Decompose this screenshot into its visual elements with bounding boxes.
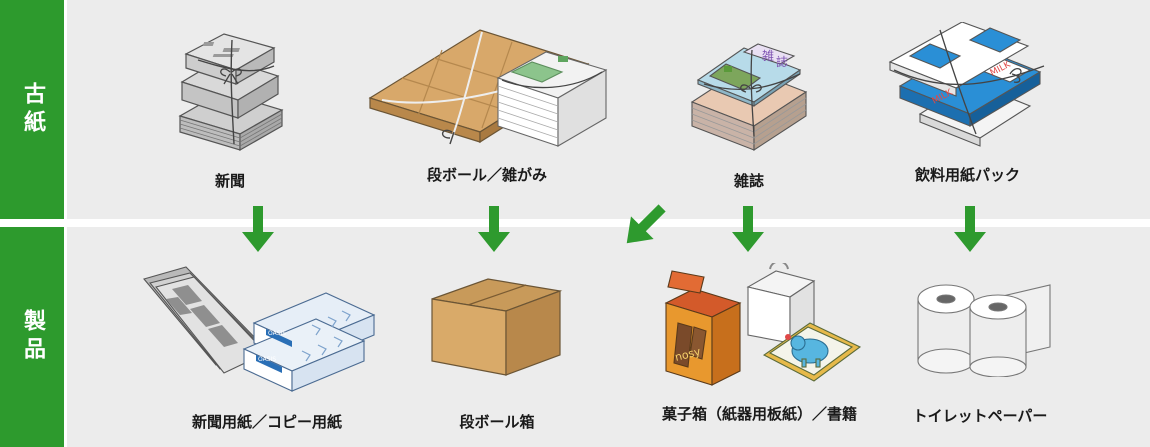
arrow-newspaper-to-newsprint <box>242 206 274 252</box>
newsprint-and-copy-paper-icon: OASIS OASIS <box>143 266 376 392</box>
product-caption-newsprint-copy: 新聞用紙／コピー用紙 <box>191 413 342 431</box>
arrow-magazine-to-snackbox <box>732 206 764 252</box>
cardboard-box-icon <box>431 278 563 376</box>
product-item-toilet-paper: トイレットペーパー <box>900 281 1060 426</box>
raw-caption-cardboard: 段ボール／雑がみ <box>426 166 547 184</box>
newspaper-bundle-icon <box>178 33 284 152</box>
magazine-bundle-icon: 雑 誌 <box>690 43 808 152</box>
toilet-paper-icon <box>917 284 1051 377</box>
product-caption-snackbox-book: 菓子箱（紙器用板紙）／書籍 <box>661 405 857 423</box>
raw-caption-newspaper: 新聞 <box>214 172 245 190</box>
product-item-cardboard-box: 段ボール箱 <box>422 271 572 432</box>
cardboard-and-paper-bundle-icon <box>368 29 608 147</box>
milk-carton-bundle-icon: MILK MILK <box>888 22 1045 147</box>
svg-text:誌: 誌 <box>776 54 788 69</box>
snack-box-and-book-icon: nosy <box>664 263 862 386</box>
arrow-cardboard-to-snackbox <box>626 204 666 244</box>
raw-materials-label-text: 古紙 <box>20 81 45 138</box>
svg-text:nosy: nosy <box>674 345 703 364</box>
raw-item-newspaper: 新聞 <box>170 26 290 191</box>
product-item-snackbox-book: nosy 菓子箱（紙器用板紙）／書籍 <box>652 263 867 424</box>
arrow-milk-to-toilet-paper <box>954 206 986 252</box>
raw-item-cardboard: 段ボール／雑がみ <box>362 20 612 185</box>
product-caption-cardboard-box: 段ボール箱 <box>459 413 535 431</box>
raw-item-magazine: 雑 誌 雑誌 <box>684 26 814 191</box>
raw-materials-band: 古紙 <box>0 0 1150 219</box>
products-band: 製品 <box>0 227 1150 447</box>
raw-caption-milk-carton: 飲料用紙パック <box>914 166 1020 184</box>
product-caption-toilet-paper: トイレットペーパー <box>912 407 1048 425</box>
arrow-cardboard-to-box <box>478 206 510 252</box>
product-item-newsprint-copy: OASIS OASIS 新聞用紙／コピー用紙 <box>142 265 392 432</box>
raw-materials-section-label: 古紙 <box>0 0 64 219</box>
raw-caption-magazine: 雑誌 <box>733 172 764 190</box>
raw-item-milk-carton: MILK MILK 飲料用紙パック <box>880 22 1055 185</box>
svg-text:雑: 雑 <box>762 48 774 63</box>
products-section-label: 製品 <box>0 227 64 447</box>
products-label-text: 製品 <box>20 309 45 365</box>
copy-paper-brand-2: OASIS <box>268 330 286 337</box>
copy-paper-brand: OASIS <box>258 356 276 363</box>
